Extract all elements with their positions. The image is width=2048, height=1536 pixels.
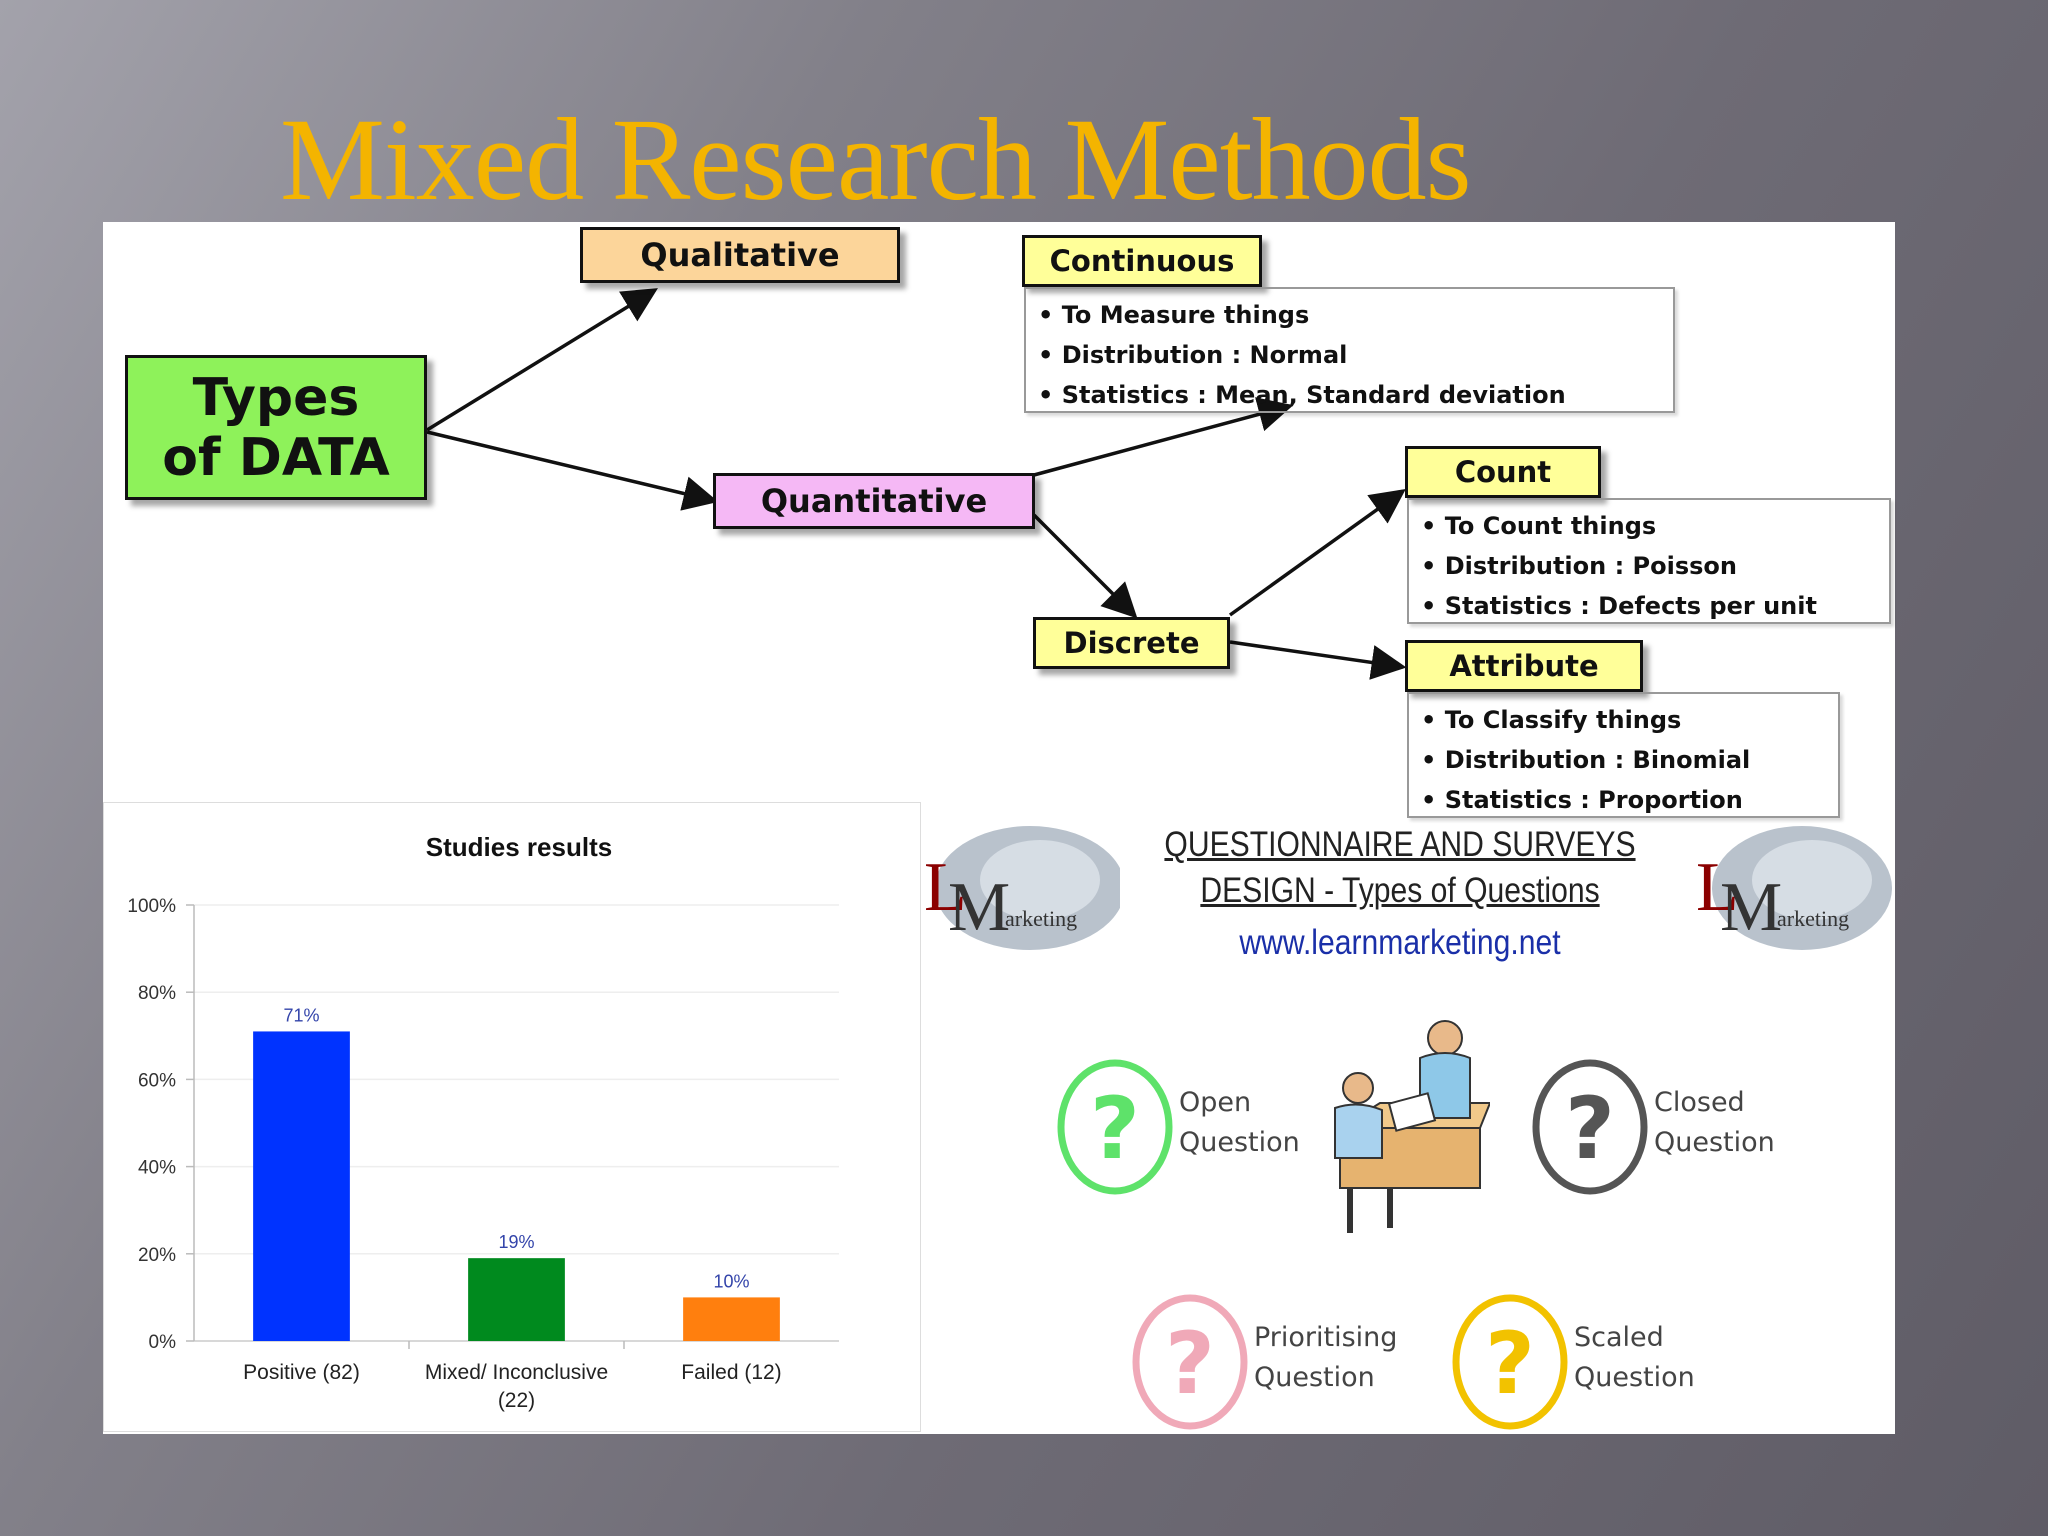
open-question-icon: ? [1057, 1059, 1173, 1195]
x-tick-label: Positive (82) [243, 1361, 360, 1384]
quantitative-label: Quantitative [760, 482, 988, 520]
y-tick-label: 0% [149, 1332, 177, 1353]
arrow-to-attribute [1229, 640, 1407, 680]
open-question-item: ? Open Question [1055, 1055, 1300, 1200]
y-tick-label: 80% [138, 983, 176, 1004]
svg-text:?: ? [1090, 1079, 1140, 1179]
logo-sub-text: arketing [1005, 906, 1077, 931]
discrete-box: Discrete [1033, 617, 1230, 669]
discrete-label: Discrete [1063, 626, 1200, 660]
x-tick-label: Mixed/ Inconclusive [425, 1361, 608, 1384]
attribute-bullets: To Classify things Distribution : Binomi… [1407, 692, 1840, 818]
bar-value-label: 71% [283, 1005, 319, 1025]
arrow-to-discrete [1032, 513, 1138, 619]
bar-value-label: 19% [498, 1232, 534, 1252]
y-tick-label: 60% [138, 1070, 176, 1091]
interview-illustration [1320, 1018, 1492, 1243]
questionnaire-heading: QUESTIONNAIRE AND SURVEYS DESIGN - Types… [1142, 822, 1658, 966]
questionnaire-heading-line2: DESIGN - Types of Questions [1200, 871, 1600, 910]
bullet-item: Distribution : Normal [1038, 335, 1661, 375]
count-label: Count [1454, 455, 1552, 489]
open-question-label: Open Question [1179, 1087, 1300, 1158]
count-box: Count [1405, 446, 1601, 498]
types-of-data-box: Types of DATA [125, 355, 427, 500]
scaled-question-label: Scaled Question [1574, 1322, 1695, 1393]
logo-l-glyph: L [924, 849, 967, 926]
continuous-label: Continuous [1049, 244, 1235, 278]
scaled-question-icon: ? [1452, 1294, 1568, 1430]
qualitative-label: Qualitative [640, 236, 840, 274]
learn-marketing-logo-right: L M arketing [1692, 818, 1892, 958]
closed-question-item: ? Closed Question [1530, 1055, 1775, 1200]
continuous-box: Continuous [1022, 235, 1262, 287]
qualitative-box: Qualitative [580, 227, 900, 283]
questionnaire-url: www.learnmarketing.net [1239, 923, 1561, 962]
bullet-item: To Count things [1421, 506, 1877, 546]
svg-text:?: ? [1485, 1314, 1535, 1414]
quantitative-box: Quantitative [713, 473, 1035, 529]
logo-m-glyph: M [1720, 869, 1782, 946]
bar [253, 1031, 350, 1341]
bar-chart: Studies results 0% 20% 40% 60% 80% 100% 71% 19… [127, 832, 839, 1412]
bullet-item: Statistics : Defects per unit [1421, 586, 1877, 626]
bullet-item: Distribution : Poisson [1421, 546, 1877, 586]
arrow-to-count [1228, 488, 1406, 617]
y-tick-label: 20% [138, 1245, 176, 1266]
logo-l-glyph: L [1696, 849, 1739, 926]
svg-text:?: ? [1165, 1314, 1215, 1414]
attribute-box: Attribute [1405, 640, 1643, 692]
bullet-item: To Measure things [1038, 295, 1661, 335]
continuous-bullets: To Measure things Distribution : Normal … [1024, 287, 1675, 413]
closed-question-label: Closed Question [1654, 1087, 1775, 1158]
learn-marketing-logo-left: L M arketing [920, 818, 1125, 958]
questionnaire-heading-line1: QUESTIONNAIRE AND SURVEYS [1164, 825, 1636, 864]
bar [683, 1297, 780, 1341]
bullet-item: Statistics : Proportion [1421, 780, 1826, 820]
arrow-to-quantitative [426, 430, 719, 511]
arrow-to-continuous [1033, 397, 1294, 477]
arrow-to-qualitative [426, 288, 658, 432]
bar [468, 1258, 565, 1341]
count-bullets: To Count things Distribution : Poisson S… [1407, 498, 1891, 624]
svg-text:?: ? [1565, 1079, 1615, 1179]
bullet-item: Statistics : Mean, Standard deviation [1038, 375, 1661, 415]
logo-m-glyph: M [948, 869, 1010, 946]
scaled-question-item: ? Scaled Question [1450, 1290, 1695, 1435]
attribute-label: Attribute [1449, 649, 1599, 683]
x-tick-label: (22) [498, 1389, 535, 1412]
x-tick-label: Failed (12) [681, 1361, 781, 1384]
chart-title: Studies results [426, 832, 612, 862]
types-of-data-label: Types of DATA [162, 367, 390, 488]
closed-question-icon: ? [1532, 1059, 1648, 1195]
prioritising-question-item: ? Prioritising Question [1130, 1290, 1397, 1435]
bullet-item: Distribution : Binomial [1421, 740, 1826, 780]
y-tick-label: 40% [138, 1158, 176, 1179]
bullet-item: To Classify things [1421, 700, 1826, 740]
prioritising-question-icon: ? [1132, 1294, 1248, 1430]
logo-sub-text: arketing [1777, 906, 1849, 931]
chart-panel: Studies results 0% 20% 40% 60% 80% 100% 71% 19… [103, 802, 921, 1432]
prioritising-question-label: Prioritising Question [1254, 1322, 1398, 1393]
slide-title: Mixed Research Methods [280, 94, 1471, 225]
y-tick-label: 100% [127, 896, 176, 917]
bar-value-label: 10% [713, 1271, 749, 1291]
